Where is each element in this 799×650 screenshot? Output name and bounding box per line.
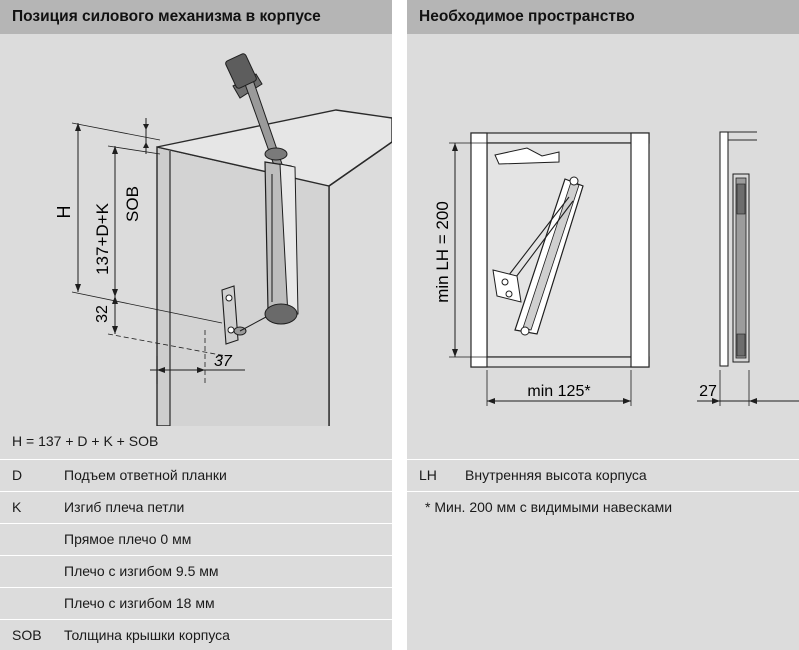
right-header: Необходимое пространство	[407, 0, 799, 34]
legend-key: LH	[419, 467, 437, 483]
left-header: Позиция силового механизма в корпусе	[0, 0, 392, 34]
legend-text: Внутренняя высота корпуса	[465, 467, 647, 483]
formula-text: H = 137 + D + K + SOB	[12, 433, 159, 449]
label-h: H	[54, 206, 74, 219]
cabinet-narrow-view	[719, 131, 757, 367]
label-27: 27	[699, 383, 717, 400]
left-panel: Позиция силового механизма в корпусе	[0, 0, 392, 650]
label-min-lh: min LH = 200	[433, 201, 452, 303]
required-space-drawing: min LH = 200 min 125* 27	[433, 131, 799, 406]
label-min-125: min 125*	[527, 383, 590, 400]
legend-row: D Подъем ответной планки	[0, 459, 392, 490]
stay-mechanism	[492, 147, 584, 336]
legend-row: Плечо с изгибом 18 мм	[0, 587, 392, 618]
legend-key: D	[12, 467, 23, 483]
legend-key: K	[12, 499, 22, 515]
formula-row: H = 137 + D + K + SOB	[0, 426, 392, 457]
legend-key: SOB	[12, 627, 42, 643]
mounting-plate	[221, 285, 267, 345]
legend-text: Толщина крышки корпуса	[64, 627, 230, 643]
legend-row: SOB Толщина крышки корпуса	[0, 619, 392, 650]
label-137-d-k: 137+D+K	[93, 202, 112, 274]
left-header-title: Позиция силового механизма в корпусе	[12, 8, 321, 25]
legend-text: Изгиб плеча петли	[64, 499, 185, 515]
legend-row: Плечо с изгибом 9.5 мм	[0, 555, 392, 586]
legend-text: Подъем ответной планки	[64, 467, 227, 483]
right-header-title: Необходимое пространство	[419, 8, 635, 25]
mechanism-body	[264, 147, 299, 325]
legend-text: Прямое плечо 0 мм	[64, 531, 192, 547]
legend-row: K Изгиб плеча петли	[0, 491, 392, 522]
mechanism-position-drawing: H 137+D+K SOB 32 37	[54, 53, 392, 426]
right-panel: Необходимое пространство	[407, 0, 799, 650]
label-37: 37	[214, 353, 233, 370]
legend-text: * Мин. 200 мм с видимыми навесками	[425, 499, 673, 515]
legend-row: LH Внутренняя высота корпуса	[407, 459, 799, 490]
cabinet-inner-side	[170, 151, 329, 426]
legend-text: Плечо с изгибом 18 мм	[64, 595, 215, 611]
lift-arm	[225, 53, 283, 169]
legend-text: Плечо с изгибом 9.5 мм	[64, 563, 219, 579]
legend-row: * Мин. 200 мм с видимыми навесками	[407, 491, 799, 522]
label-32: 32	[94, 305, 111, 323]
legend-row: Прямое плечо 0 мм	[0, 523, 392, 554]
label-sob-dim: SOB	[123, 186, 142, 222]
